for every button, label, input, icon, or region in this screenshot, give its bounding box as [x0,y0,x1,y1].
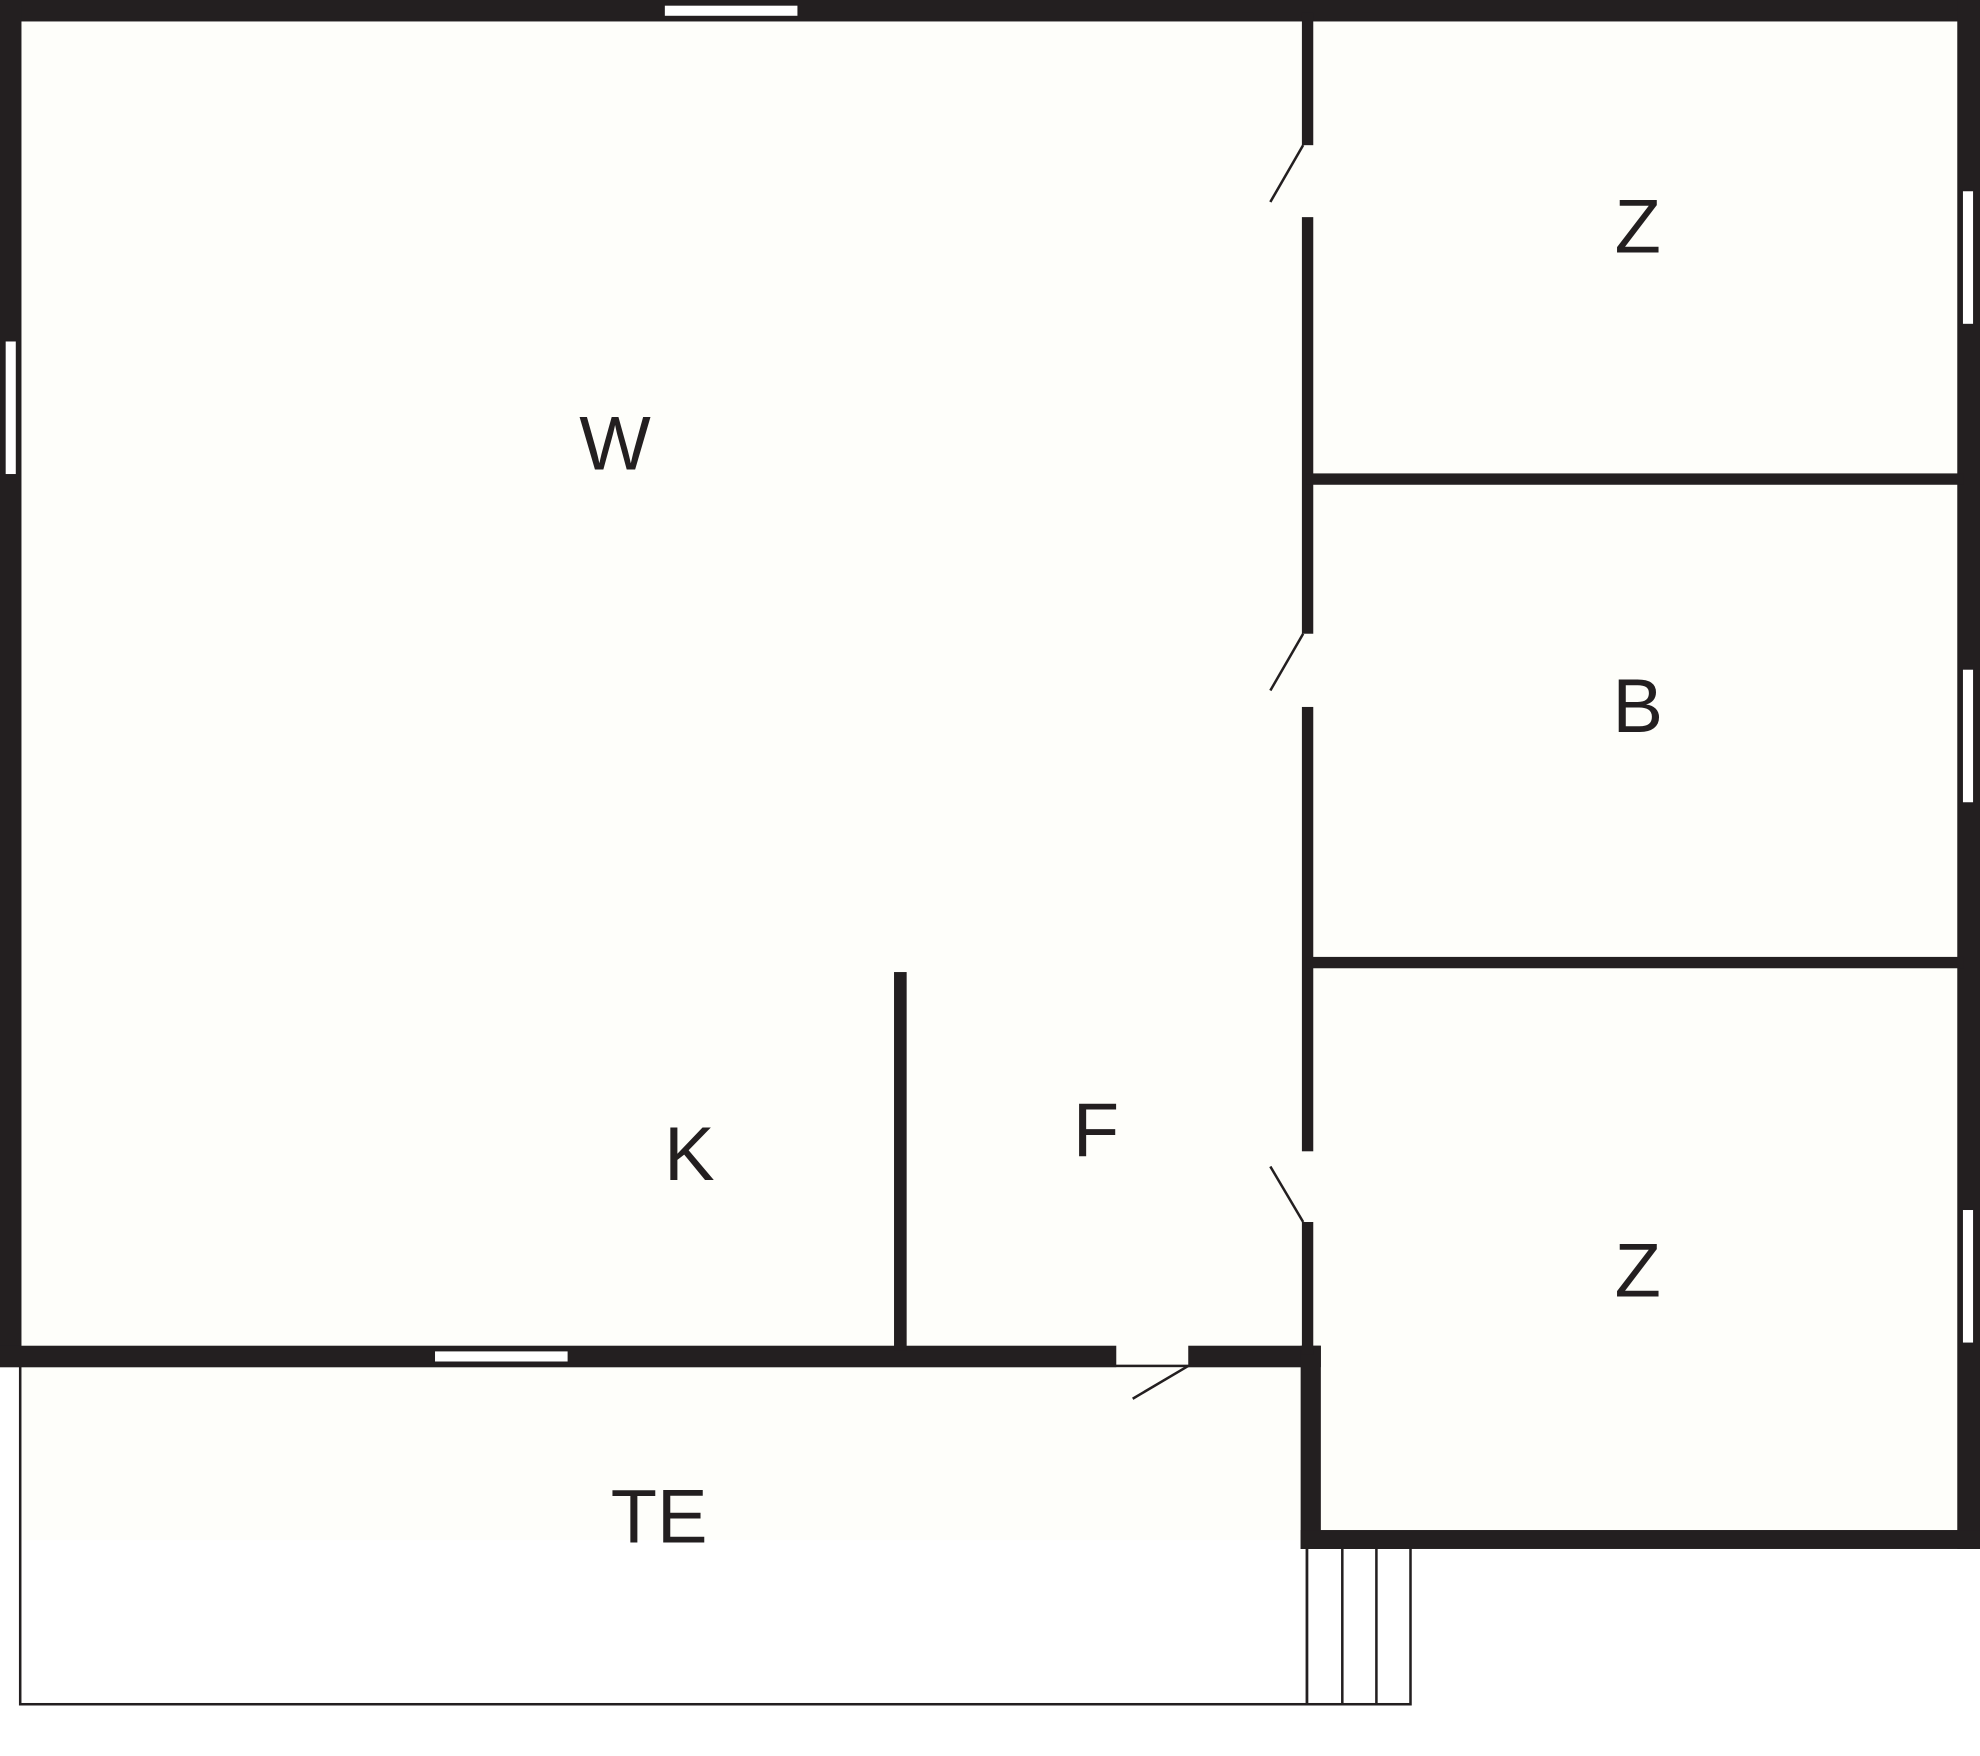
window-bottom [433,1350,569,1363]
stairs [1305,1546,1412,1706]
wall-kitchen-partition [894,972,907,1351]
wall-right-block-left [1300,1345,1321,1549]
door-bedroom-bottom [1269,1165,1305,1223]
room-label-terrace: TE [611,1474,708,1559]
window-right-1 [1961,189,1975,326]
wall-top [0,0,1980,22]
wall-interior-vertical [1301,1222,1314,1355]
room-label-kitchen: K [664,1112,715,1197]
room-label-living: W [579,401,651,486]
wall-left [0,0,22,1368]
window-top [663,4,799,18]
room-label-bedroom-bottom: Z [1615,1228,1661,1313]
room-label-bathroom: B [1613,664,1664,749]
wall-interior-vertical [1301,706,1314,1152]
floor-main [18,18,1970,1541]
wall-bath-bottom [1306,956,1964,969]
wall-bottom-mid [1188,1345,1321,1368]
door-bathroom [1269,633,1305,692]
room-label-hallway: F [1073,1088,1119,1173]
window-left [4,340,18,476]
room-label-bedroom-top: Z [1615,184,1661,269]
door-bedroom-top [1269,144,1305,203]
wall-right-block-bottom [1300,1530,1980,1549]
window-right-3 [1961,1208,1975,1344]
door-terrace [1132,1364,1189,1400]
window-right-2 [1961,668,1975,804]
wall-bath-top [1306,473,1964,485]
wall-interior-vertical [1301,217,1314,634]
wall-interior-vertical [1301,12,1314,146]
